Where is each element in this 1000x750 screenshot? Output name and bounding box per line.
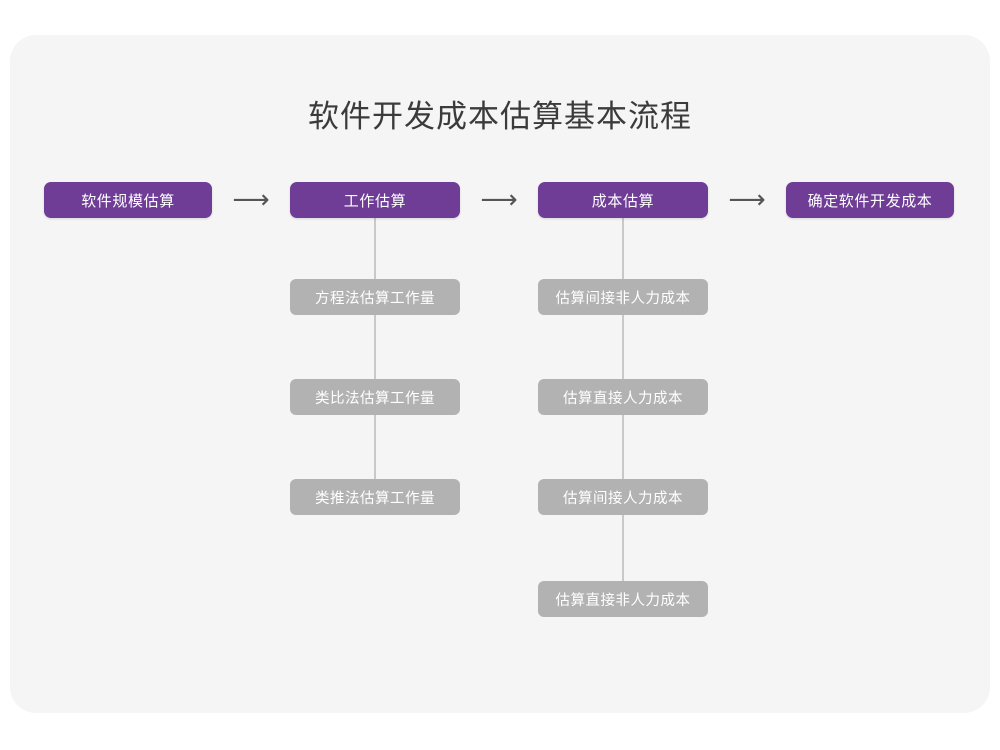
- flow-node-step-2[interactable]: 工作估算: [290, 182, 460, 218]
- connector-line: [622, 315, 624, 379]
- flow-arrow-icon: ⟶: [232, 185, 270, 215]
- diagram-card: [10, 35, 990, 713]
- connector-line: [374, 415, 376, 479]
- flow-node-step-1[interactable]: 软件规模估算: [44, 182, 212, 218]
- connector-line: [622, 415, 624, 479]
- connector-line: [622, 515, 624, 581]
- connector-line: [374, 315, 376, 379]
- connector-line: [622, 218, 624, 279]
- flow-node-step-3[interactable]: 成本估算: [538, 182, 708, 218]
- page-title: 软件开发成本估算基本流程: [308, 99, 692, 134]
- flow-arrow-icon: ⟶: [480, 185, 518, 215]
- branch-node-work-3[interactable]: 类推法估算工作量: [290, 479, 460, 515]
- flow-arrow-icon: ⟶: [728, 185, 766, 215]
- branch-node-work-1[interactable]: 方程法估算工作量: [290, 279, 460, 315]
- flow-node-step-4[interactable]: 确定软件开发成本: [786, 182, 954, 218]
- branch-node-cost-4[interactable]: 估算直接非人力成本: [538, 581, 708, 617]
- branch-node-cost-1[interactable]: 估算间接非人力成本: [538, 279, 708, 315]
- connector-line: [374, 218, 376, 279]
- branch-node-cost-2[interactable]: 估算直接人力成本: [538, 379, 708, 415]
- branch-node-cost-3[interactable]: 估算间接人力成本: [538, 479, 708, 515]
- branch-node-work-2[interactable]: 类比法估算工作量: [290, 379, 460, 415]
